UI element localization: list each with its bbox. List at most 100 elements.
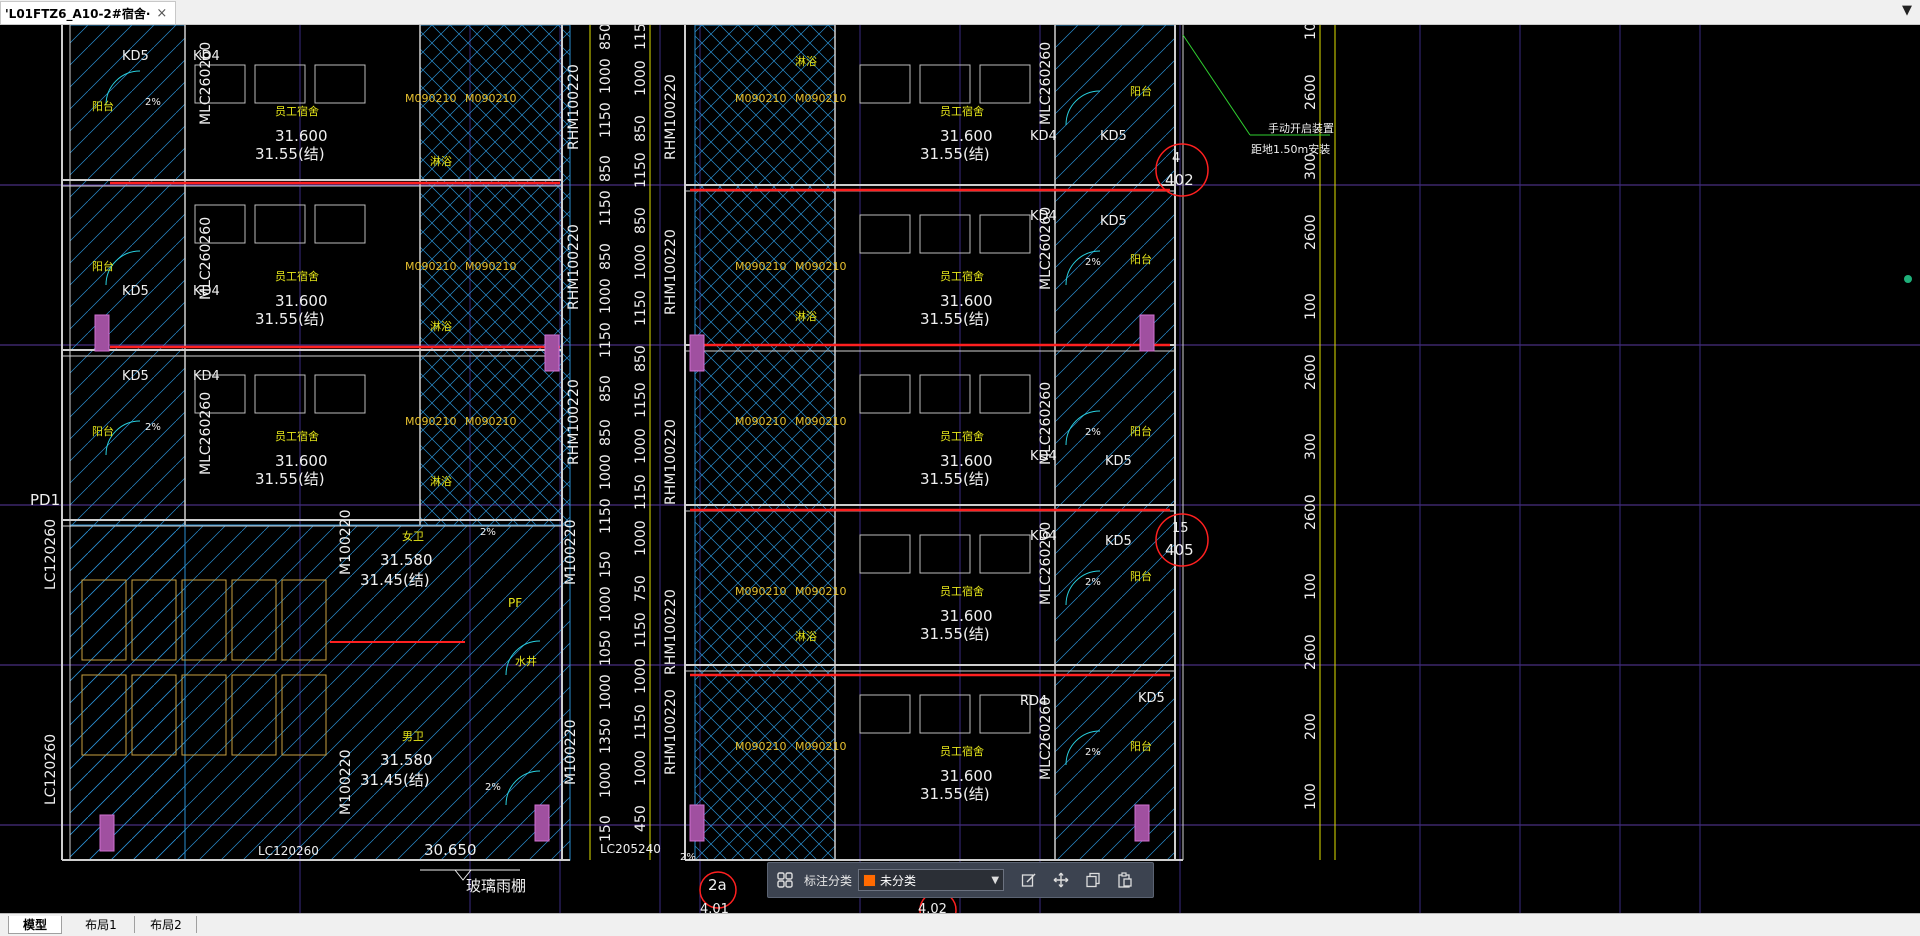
- door-code: M100220: [338, 749, 354, 815]
- dim-text: 850: [633, 345, 649, 372]
- edit-icon[interactable]: [1018, 869, 1040, 891]
- bath-label: 淋浴: [795, 630, 817, 643]
- category-dropdown-value: 未分类: [880, 873, 917, 888]
- door-code: LC205240: [600, 842, 661, 856]
- dim-text: 1150: [633, 474, 649, 510]
- bed: [919, 214, 971, 254]
- grid-icon[interactable]: [774, 869, 796, 891]
- bed: [919, 374, 971, 414]
- slope-text: 2%: [145, 422, 161, 433]
- bed: [919, 534, 971, 574]
- document-tab-bar: 'L01FTZ6_A10-2#宿舍· × ▼: [0, 0, 1920, 25]
- canopy-label: 玻璃雨棚: [466, 877, 526, 895]
- leader-line: [1182, 34, 1251, 136]
- door-swing: [105, 250, 141, 286]
- dim-text: 1150: [633, 704, 649, 740]
- balcony-label: 阳台: [92, 259, 114, 273]
- door-code: M090210: [735, 415, 786, 428]
- elevation-text: 31.600: [940, 452, 993, 470]
- move-icon[interactable]: [1050, 869, 1072, 891]
- bath-label: 淋浴: [795, 310, 817, 323]
- dim-text: 1000: [633, 60, 649, 96]
- document-tab-title[interactable]: 'L01FTZ6_A10-2#宿舍·: [5, 6, 151, 21]
- door-code: M090210: [465, 415, 516, 428]
- dim-text: 1150: [633, 290, 649, 326]
- toilet-label: 男卫: [402, 730, 424, 743]
- dim-text: 300: [1303, 153, 1319, 180]
- balcony-label: 阳台: [1130, 252, 1152, 266]
- door-code: MLC260260: [1038, 382, 1054, 465]
- tab-layout-1[interactable]: 布局1: [68, 916, 135, 933]
- balcony-label: 阳台: [1130, 84, 1152, 98]
- toilet-stall: [81, 674, 127, 756]
- window-code: KD5: [1100, 129, 1127, 144]
- door-code: RHM100220: [663, 589, 679, 675]
- dim-text: 1150: [633, 612, 649, 648]
- door-code: RHM100220: [566, 379, 582, 465]
- cad-drawing: 8501000115085011508501000115085085010001…: [0, 25, 1920, 913]
- window-code: KD4: [1030, 449, 1057, 464]
- pf-label: PF: [508, 596, 522, 610]
- copy-icon[interactable]: [1082, 869, 1104, 891]
- balcony-label: 阳台: [1130, 739, 1152, 753]
- bed: [919, 694, 971, 734]
- bed: [859, 534, 911, 574]
- door-code: M090210: [795, 585, 846, 598]
- door-code: LC120260: [43, 519, 59, 590]
- bed: [254, 374, 306, 414]
- door-code: LC120260: [43, 734, 59, 805]
- bed: [314, 64, 366, 104]
- dim-text: 1000: [633, 750, 649, 786]
- toilet-label: 女卫: [402, 529, 424, 543]
- dim-text: 1000: [598, 278, 614, 314]
- window-code: KD5: [1138, 691, 1165, 706]
- window-code: KD4: [193, 369, 220, 384]
- dim-text: 850: [633, 207, 649, 234]
- door-code: MLC260260: [198, 392, 214, 475]
- door-swing: [1065, 730, 1101, 766]
- slope-text: 2%: [485, 782, 501, 793]
- category-dropdown[interactable]: 未分类 ▼: [858, 869, 1005, 891]
- structural-elevation-text: 31.45(结): [360, 771, 430, 789]
- room-label: 员工宿舍: [940, 104, 984, 118]
- window-code: KD4: [193, 284, 220, 299]
- dim-text: 850: [598, 419, 614, 446]
- door-code: M090210: [735, 92, 786, 105]
- door-code: M090210: [465, 260, 516, 273]
- close-icon[interactable]: ×: [156, 5, 168, 21]
- bed: [859, 374, 911, 414]
- dim-text: 1150: [633, 25, 649, 50]
- dim-text: 300: [1303, 433, 1319, 460]
- shaft-label: 水井: [515, 654, 537, 668]
- elevation-text: 31.580: [380, 751, 433, 769]
- door-code: MLC260260: [198, 42, 214, 125]
- section-mark: [699, 871, 737, 909]
- dim-text: 2600: [1303, 74, 1319, 110]
- bath-label: 淋浴: [430, 320, 452, 333]
- section-mark-top: 2a: [708, 876, 727, 894]
- chevron-down-icon: ▼: [991, 874, 1000, 886]
- door-code: MLC260260: [1038, 207, 1054, 290]
- bed: [859, 64, 911, 104]
- dim-text: 1150: [598, 102, 614, 138]
- door-code: M100220: [563, 519, 579, 585]
- paste-icon[interactable]: [1114, 869, 1136, 891]
- tab-layout-2[interactable]: 布局2: [136, 916, 197, 933]
- tab-menu-chevron-down-icon[interactable]: ▼: [1902, 3, 1912, 18]
- window-code: KD4: [1030, 129, 1057, 144]
- door-code: MLC260260: [1038, 42, 1054, 125]
- dim-text: 1050: [598, 630, 614, 666]
- tab-model[interactable]: 模型: [8, 916, 62, 934]
- dim-text: 1000: [633, 658, 649, 694]
- document-tab[interactable]: 'L01FTZ6_A10-2#宿舍· ×: [0, 1, 177, 24]
- room-label: 员工宿舍: [940, 744, 984, 758]
- window-code: KD5: [1105, 534, 1132, 549]
- door-code: RHM100220: [663, 74, 679, 160]
- door-code: MLC260260: [1038, 697, 1054, 780]
- elevation-text: 31.600: [940, 292, 993, 310]
- column: [544, 334, 560, 372]
- note-text: 距地1.50m安装: [1251, 142, 1330, 156]
- bed: [979, 214, 1031, 254]
- dim-text: 850: [598, 155, 614, 182]
